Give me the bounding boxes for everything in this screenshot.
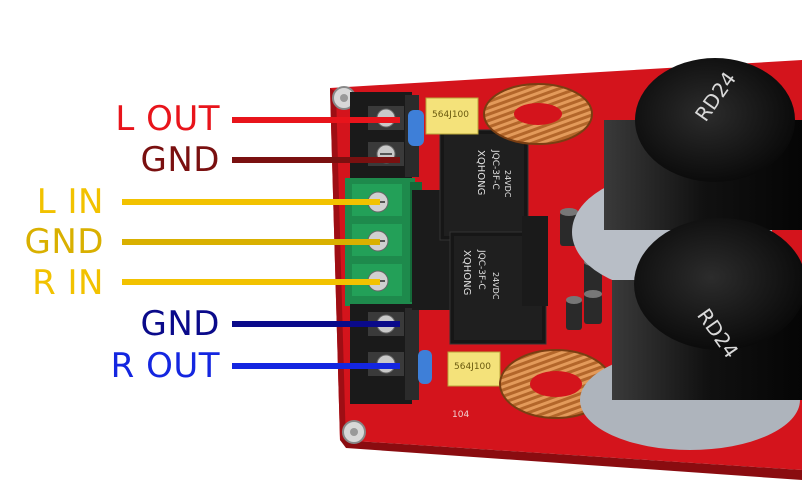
label-gnd-3: GND (140, 304, 220, 344)
electrolytic-capacitor-top (604, 58, 802, 230)
label-l-out: L OUT (115, 99, 220, 139)
relay-top (439, 129, 529, 241)
label-r-in: R IN (32, 263, 104, 303)
film-capacitor-top (425, 97, 479, 135)
relay-brand-top: XQHONG (475, 150, 486, 196)
board-text-104: 104 (452, 410, 470, 420)
pin-leader-lines (122, 117, 400, 369)
resistor-bottom (418, 350, 432, 384)
pcb-edge (330, 88, 346, 446)
relay-coil-bottom: 24VDC (491, 272, 500, 300)
relay-model-top: JQC-3F-C (490, 150, 500, 190)
label-r-out: R OUT (110, 346, 220, 386)
relay-brand-bottom: XQHONG (461, 250, 472, 296)
relay-coil-top: 24VDC (503, 170, 512, 198)
relay-model-bottom: JQC-3F-C (476, 250, 486, 290)
toroid-inductor-top (483, 83, 593, 145)
film-capacitor-bottom (447, 351, 501, 387)
label-l-in: L IN (36, 182, 104, 222)
label-gnd-1: GND (140, 140, 220, 180)
film-cap-label-top: 564J100 (432, 110, 470, 120)
resistor-top (408, 110, 424, 146)
output-terminal-right (350, 304, 419, 404)
label-gnd-2: GND (24, 222, 104, 262)
electrolytic-capacitor-bottom (612, 218, 802, 400)
pcb-bottom-edge (340, 440, 802, 480)
ic-chip (522, 216, 548, 306)
film-cap-label-bottom: 564J100 (454, 362, 492, 372)
